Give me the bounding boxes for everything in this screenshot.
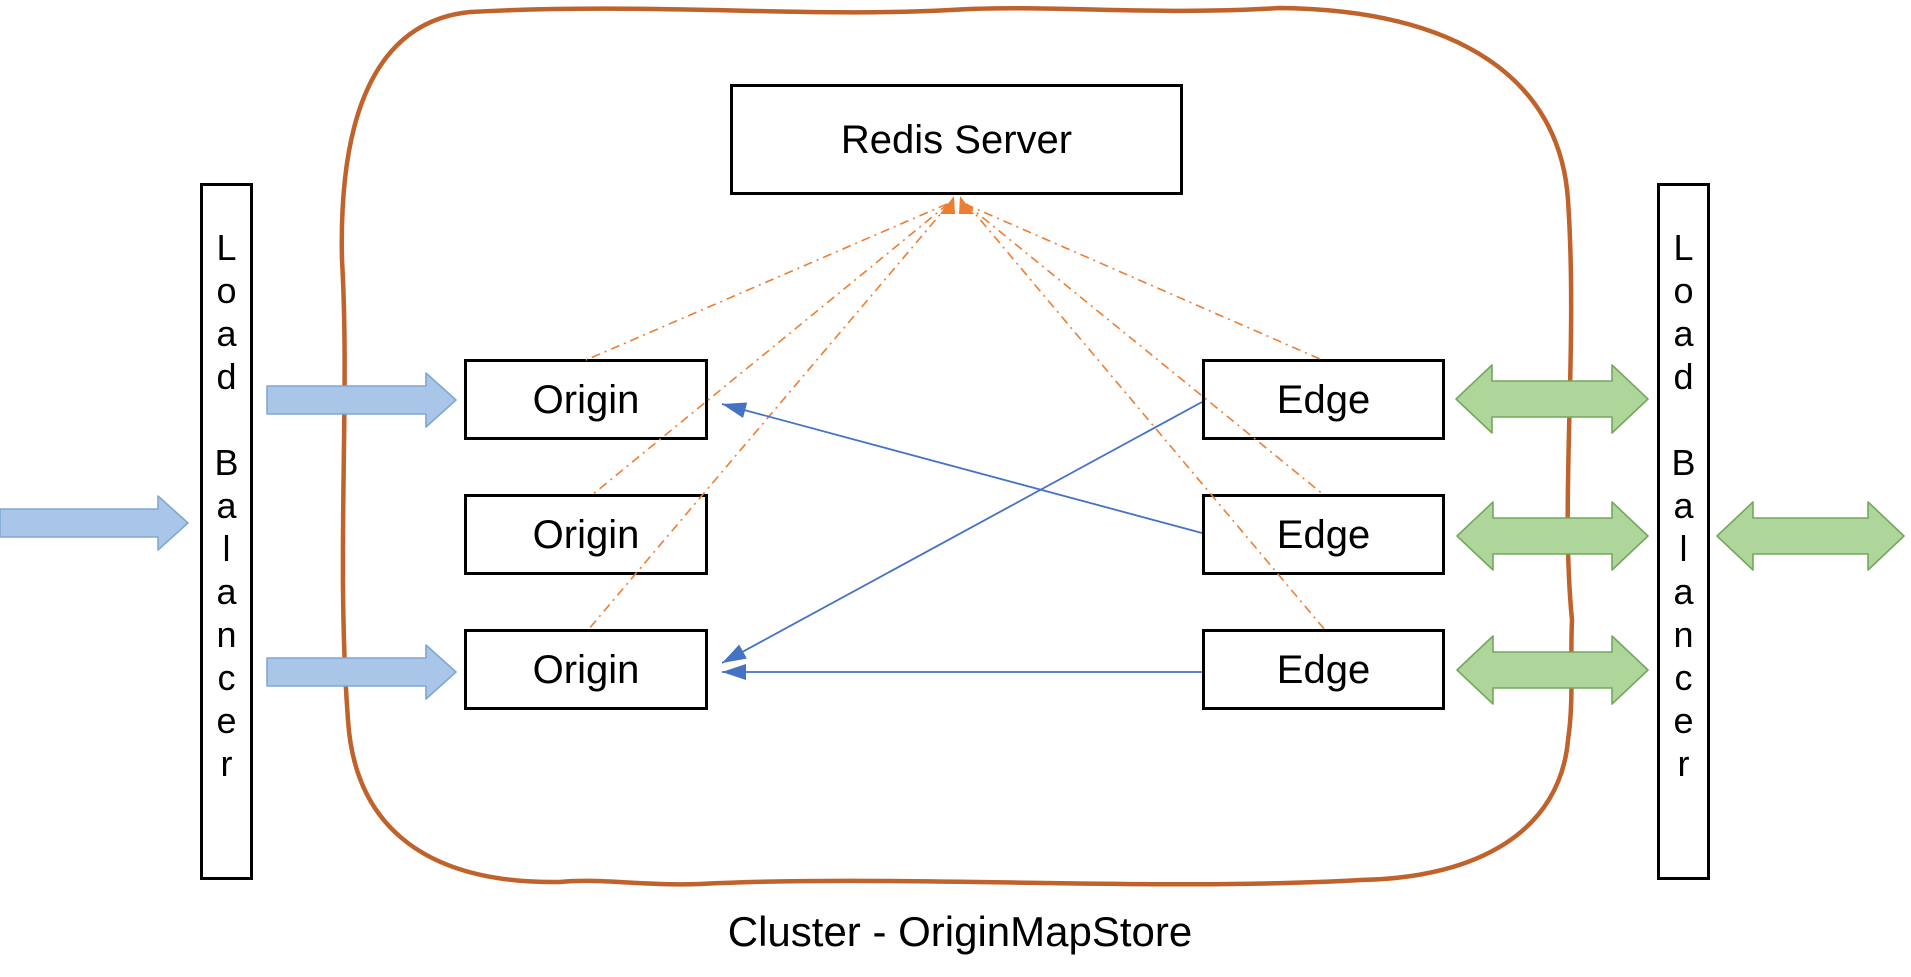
redis-arrowhead-left bbox=[940, 196, 955, 214]
origin-label-2: Origin bbox=[532, 512, 640, 557]
redis-edge-1-link bbox=[964, 203, 1321, 360]
edge2-origin1-link bbox=[721, 402, 1203, 534]
origin-label-3: Origin bbox=[532, 647, 640, 692]
origin-box-2: Origin bbox=[464, 494, 708, 575]
edge-label-1: Edge bbox=[1276, 377, 1371, 422]
redis-origin-2-link bbox=[591, 203, 949, 496]
origin-box-1: Origin bbox=[464, 359, 708, 440]
edge3-lb-right-arrow bbox=[1456, 635, 1649, 705]
edge2-lb-right-arrow bbox=[1456, 501, 1649, 571]
load-balancer-left-box: L o a d B a l a n c e r bbox=[200, 183, 253, 880]
origin-box-3: Origin bbox=[464, 629, 708, 710]
edge-box-3: Edge bbox=[1202, 629, 1445, 710]
redis-server-box: Redis Server bbox=[730, 84, 1183, 195]
lb-left-origin1-arrow bbox=[266, 372, 457, 428]
edge1-lb-right-arrow bbox=[1455, 364, 1649, 434]
load-balancer-right-box: L o a d B a l a n c e r bbox=[1657, 183, 1710, 880]
lb-left-origin3-arrow bbox=[266, 644, 457, 700]
edge-label-3: Edge bbox=[1276, 647, 1371, 692]
redis-server-label: Redis Server bbox=[840, 117, 1073, 162]
load-balancer-left-label: L o a d B a l a n c e r bbox=[214, 227, 239, 784]
edge-box-2: Edge bbox=[1202, 494, 1445, 575]
inbound-arrow bbox=[0, 495, 189, 551]
redis-edge-2-link bbox=[965, 203, 1325, 496]
load-balancer-right-label: L o a d B a l a n c e r bbox=[1671, 227, 1696, 784]
redis-origin-1-link bbox=[585, 203, 948, 361]
origin-label-1: Origin bbox=[532, 377, 640, 422]
edge-label-2: Edge bbox=[1276, 512, 1371, 557]
redis-arrowhead-right bbox=[959, 196, 974, 214]
edge1-origin3-link bbox=[721, 401, 1203, 664]
edge-box-1: Edge bbox=[1202, 359, 1445, 440]
outbound-arrow bbox=[1716, 501, 1905, 571]
cluster-caption: Cluster - OriginMapStore bbox=[727, 908, 1193, 955]
